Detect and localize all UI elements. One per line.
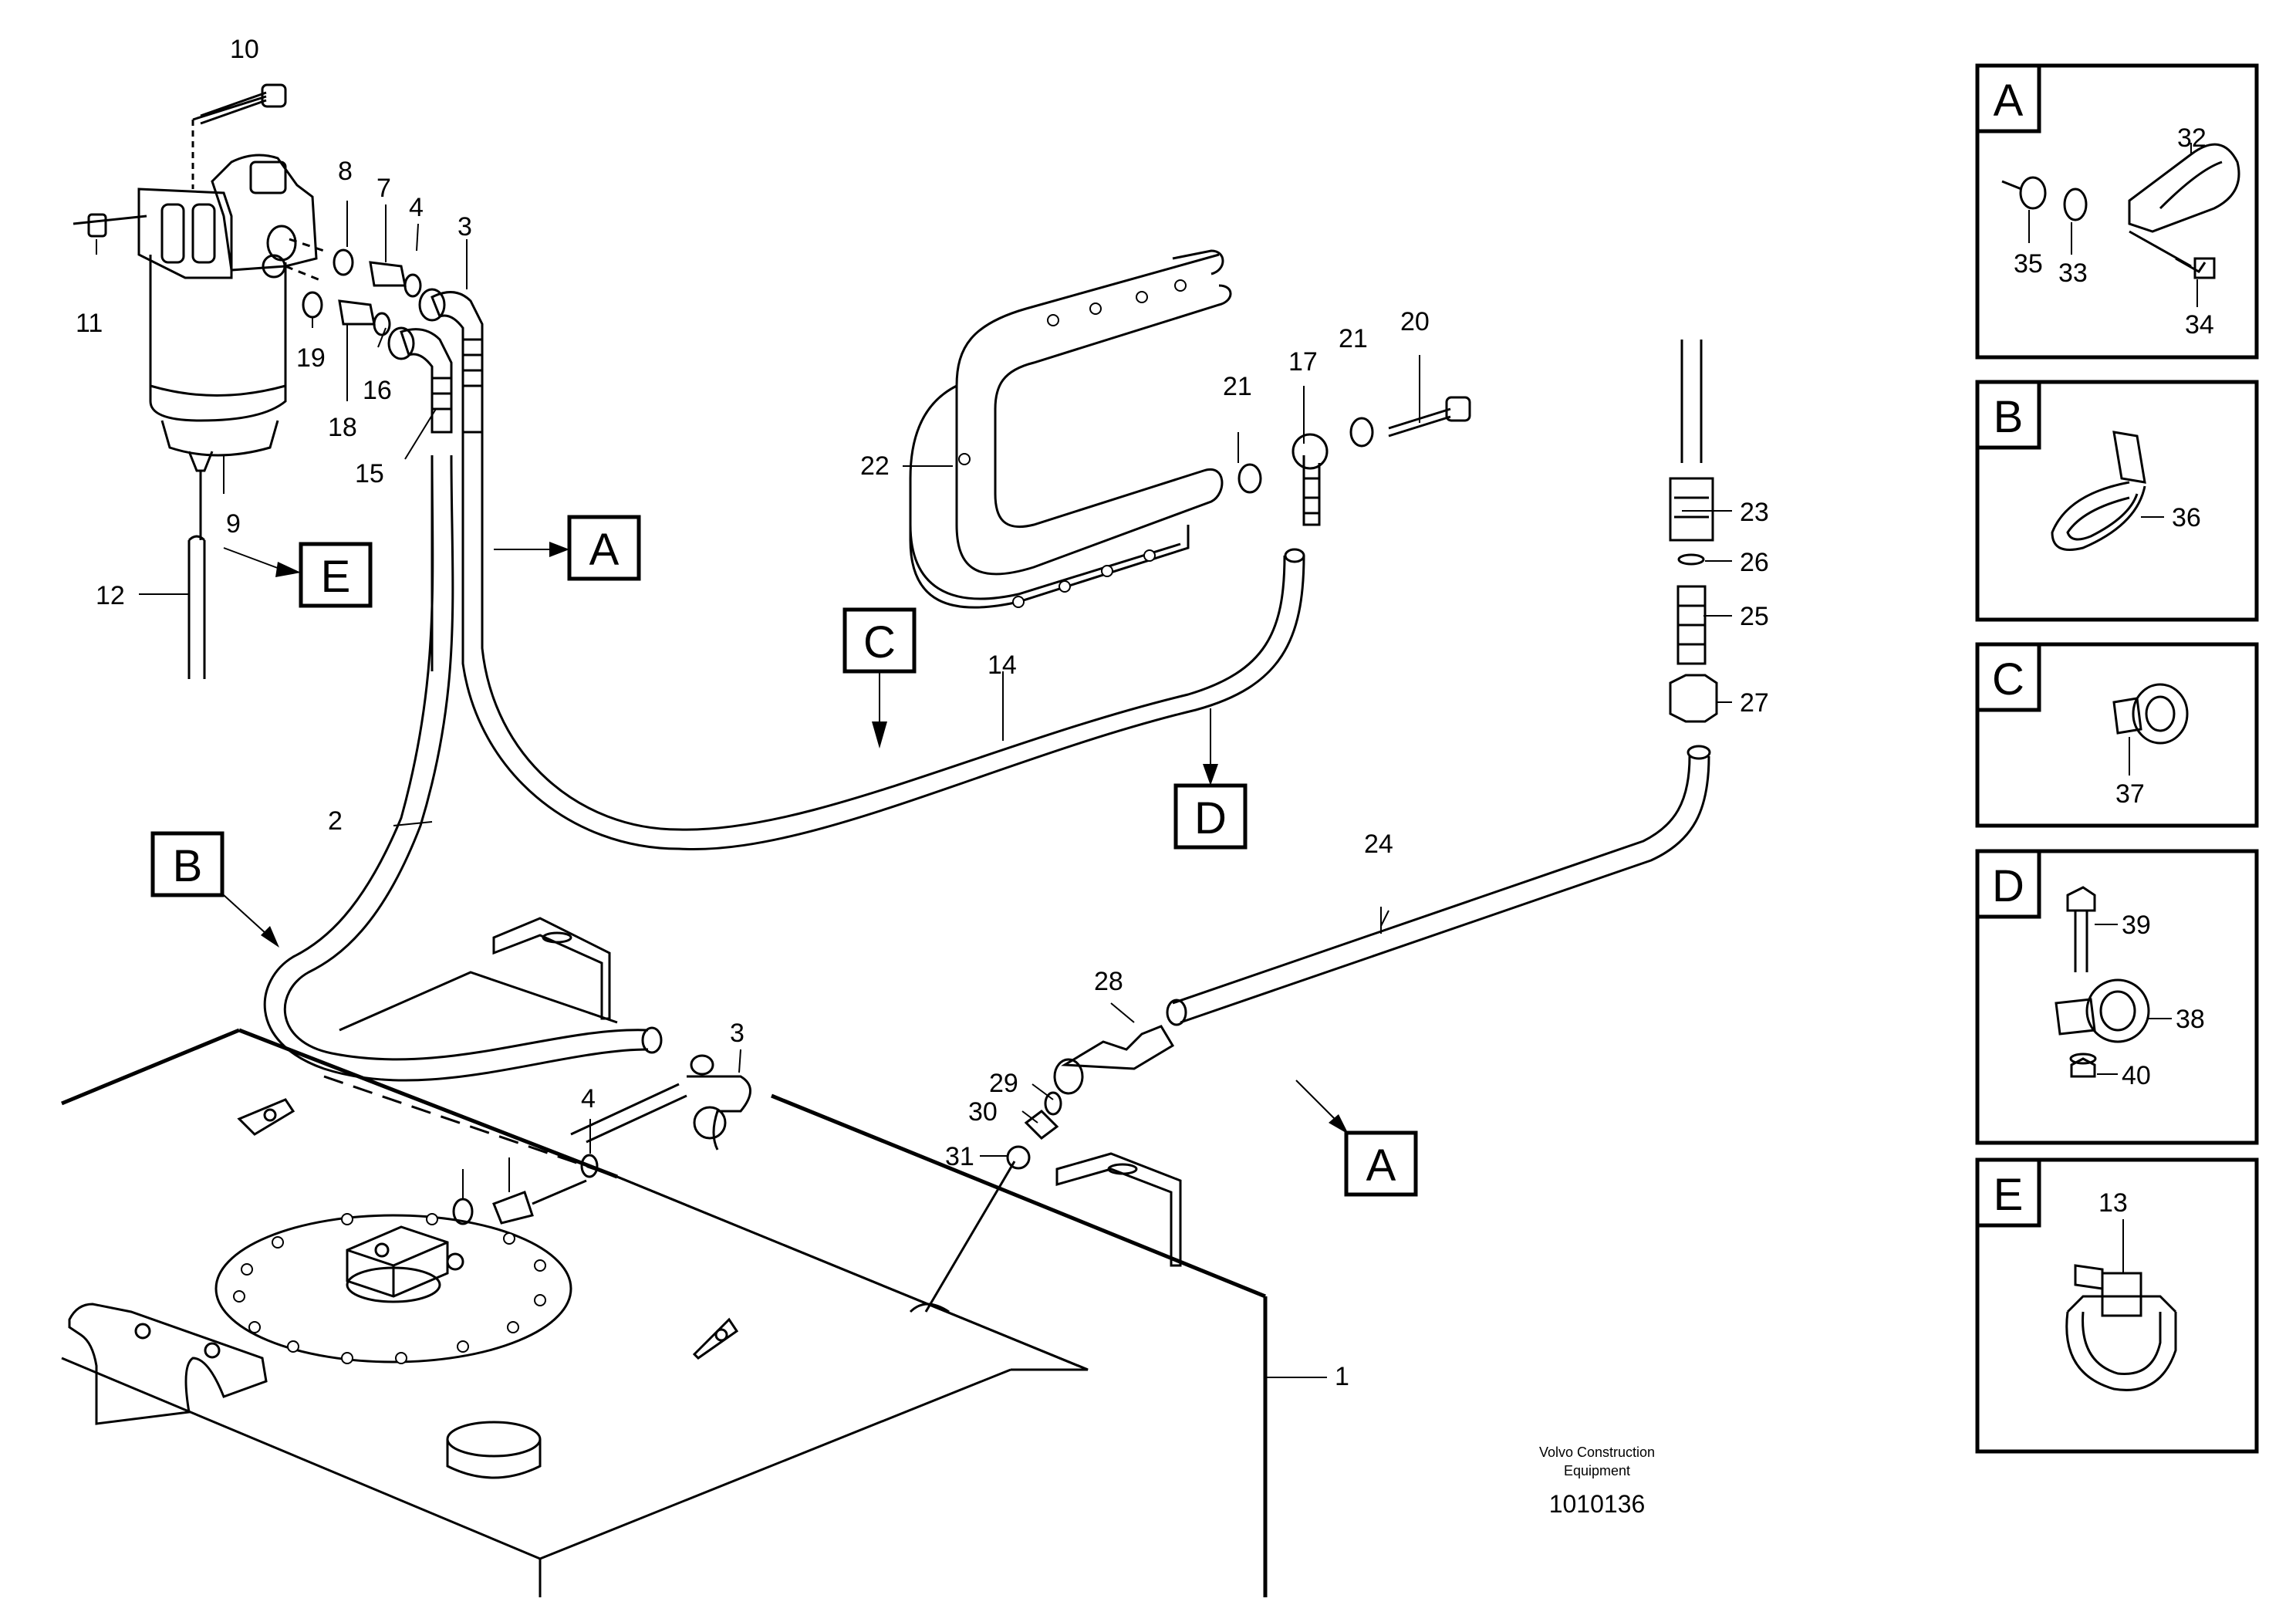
callout-3-tank: 3 [730,1019,745,1048]
drawing-number: 1010136 [1549,1490,1646,1518]
callout-14: 14 [988,650,1017,680]
brand-line-1: Volvo Construction [1539,1445,1655,1460]
callout-15: 15 [355,459,384,488]
detail-panel-b-label: B [1994,392,2024,442]
callout-37: 37 [2115,779,2145,809]
brand-line-2: Equipment [1564,1463,1630,1478]
callout-17: 17 [1288,347,1318,377]
callout-3-top: 3 [458,212,472,242]
filter-fittings [285,238,484,434]
view-marker-d-main-label: D [1194,793,1227,843]
view-marker-c-main-label: C [863,617,896,667]
callout-23: 23 [1740,498,1769,527]
callout-1: 1 [1335,1362,1349,1391]
view-marker-e-main-label: E [321,552,351,602]
callout-18: 18 [328,413,357,442]
callout-21-left: 21 [1223,372,1252,401]
detail-panel-d-label: D [1992,861,2024,911]
callout-26: 26 [1740,548,1769,577]
callout-2: 2 [328,806,343,836]
callout-22: 22 [860,451,890,481]
fuel-tank [61,917,1268,1597]
callout-12: 12 [96,581,125,610]
callout-31: 31 [945,1142,974,1171]
callout-19: 19 [296,343,326,373]
callout-27: 27 [1740,688,1769,718]
callout-30: 30 [968,1097,998,1127]
detail-panel-e: E [1975,1157,2259,1454]
callout-7: 7 [376,174,391,203]
view-marker-c-main: C [842,607,917,748]
callout-28: 28 [1094,967,1123,996]
footer: Volvo Construction Equipment 1010136 [1539,1445,1655,1518]
detail-panel-a-label: A [1994,76,2024,126]
view-marker-a-lower-label: A [1366,1140,1396,1191]
callout-4-top: 4 [409,193,424,222]
view-marker-d-main: D [1173,708,1248,850]
detail-panel-e-label: E [1994,1170,2024,1220]
callout-34: 34 [2185,310,2214,340]
callout-40: 40 [2122,1061,2151,1090]
detail-panel-c-label: C [1992,654,2024,705]
detail-panel-b: B 36 [1975,380,2259,622]
callout-20: 20 [1400,307,1430,336]
view-marker-a-main: A [494,515,641,581]
view-marker-b-main: B [150,831,279,948]
return-line [452,340,1718,1313]
clamp-bracket-22 [909,249,1471,609]
detail-panel-c: C 37 [1975,642,2259,828]
callout-38: 38 [2176,1005,2205,1034]
detail-panel-a: A 32 33 34 35 [1975,63,2259,360]
fuel-filter-assembly [73,83,318,679]
callout-32: 32 [2177,123,2207,153]
callout-9: 9 [226,509,241,539]
callout-13: 13 [2098,1188,2128,1218]
callout-numbers: 1 2 3 3 4 4 7 8 9 10 11 12 13 14 15 16 1… [76,35,2128,1391]
callout-4-tank: 4 [581,1084,596,1113]
callout-24: 24 [1364,830,1393,859]
callout-16: 16 [363,376,392,405]
view-marker-a-main-label: A [589,525,620,575]
callout-8: 8 [338,157,353,186]
callout-39: 39 [2122,911,2151,940]
callout-11: 11 [76,309,103,338]
leader-lines [96,201,1732,1378]
callout-33: 33 [2058,259,2088,288]
view-marker-a-lower: A [1295,1080,1418,1197]
callout-36: 36 [2172,503,2201,532]
callout-29: 29 [989,1069,1018,1098]
view-marker-e-main: E [223,542,373,608]
view-marker-b-main-label: B [173,841,203,891]
callout-21-right: 21 [1339,324,1368,353]
hoses [263,432,1305,1082]
callout-35: 35 [2014,249,2043,279]
callout-25: 25 [1740,602,1769,631]
detail-panel-d: D 39 38 40 [1975,849,2259,1145]
callout-10: 10 [230,35,259,64]
